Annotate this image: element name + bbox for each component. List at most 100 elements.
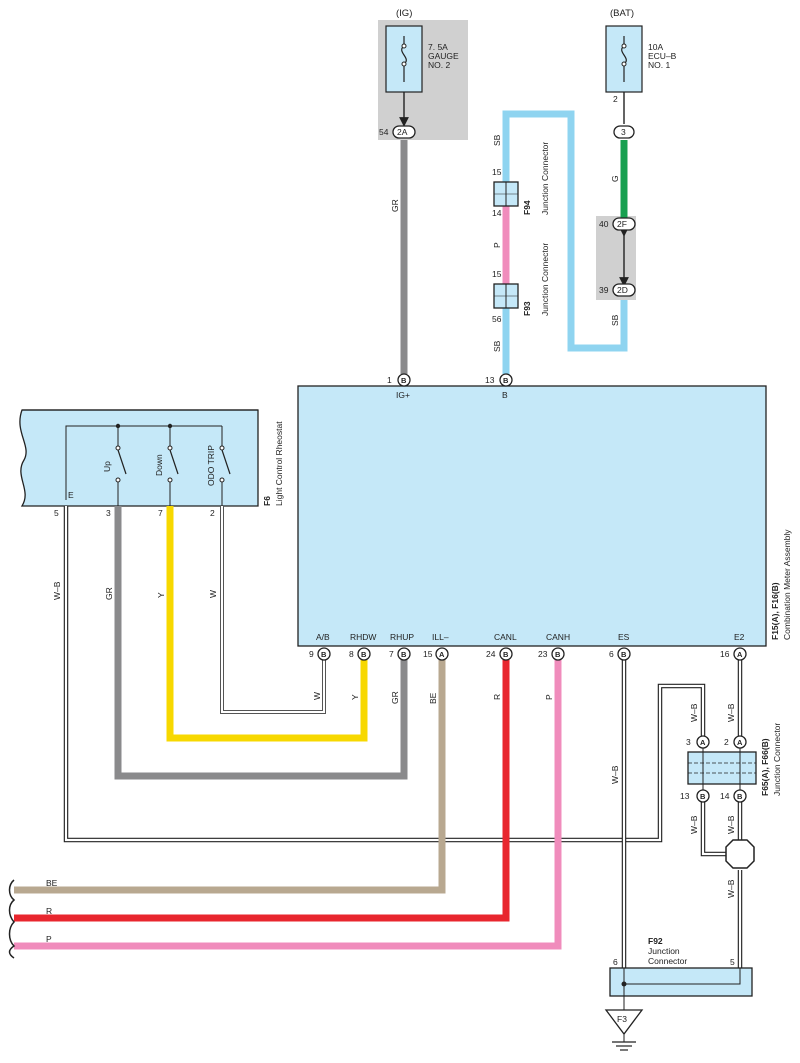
wire-p	[14, 660, 562, 950]
svg-text:B: B	[503, 376, 509, 385]
wire-label-wb-es: W–B	[610, 765, 620, 784]
meter-bottom-pin-rhdw: B 8 RHDW	[349, 632, 376, 661]
svg-text:39: 39	[599, 285, 609, 295]
wire-gr-rhup	[114, 506, 408, 780]
svg-text:2A: 2A	[397, 127, 408, 137]
svg-text:A/B: A/B	[316, 632, 330, 642]
svg-text:13: 13	[485, 375, 495, 385]
meter-bottom-pin-es: B 6 ES	[609, 632, 631, 661]
rheostat-switch-odo: ODO TRIP	[206, 445, 216, 486]
svg-text:15: 15	[423, 649, 433, 659]
fuse-gauge-line3: NO. 2	[428, 60, 450, 70]
meter-name: Combination Meter Assembly	[782, 529, 792, 640]
svg-text:13: 13	[680, 791, 690, 801]
fuse-ecu-pin: 2	[613, 94, 618, 104]
junction-f92: 6 5 F92 Junction Connector	[609, 936, 753, 1010]
svg-text:F3: F3	[617, 1014, 627, 1024]
svg-text:B: B	[737, 792, 743, 801]
wire-y-rhdw	[166, 506, 368, 742]
rheostat-pin-2: 2	[210, 508, 215, 518]
junction-f94: 15 14 F94 Junction Connector	[492, 142, 550, 218]
svg-text:RHDW: RHDW	[350, 632, 376, 642]
wire-label-wb-j4: W–B	[726, 815, 736, 834]
wire-label-wb-left: W–B	[52, 581, 62, 600]
wire-label-p-mid: P	[544, 694, 554, 700]
meter-id: F15(A), F16(B)	[770, 582, 780, 640]
svg-text:15: 15	[492, 269, 502, 279]
wire-label-gr-left: GR	[104, 587, 114, 600]
svg-text:3: 3	[621, 127, 626, 137]
svg-text:A: A	[737, 738, 743, 747]
combination-meter-box	[297, 385, 767, 647]
svg-text:ES: ES	[618, 632, 630, 642]
junction-f93: 15 56 F93 Junction Connector	[492, 243, 550, 324]
connector-2a: 2A 54	[379, 125, 416, 139]
fuse-ecu-line2: ECU–B	[648, 51, 677, 61]
rheostat-pin-5: 5	[54, 508, 59, 518]
wire-label-y-mid: Y	[350, 694, 360, 700]
fuse-gauge-line1: 7. 5A	[428, 42, 448, 52]
wire-label-w-mid: W	[312, 692, 322, 700]
svg-text:E2: E2	[734, 632, 745, 642]
svg-text:B: B	[401, 376, 407, 385]
svg-text:6: 6	[609, 649, 614, 659]
svg-text:IG+: IG+	[396, 390, 410, 400]
svg-text:14: 14	[492, 208, 502, 218]
wire-label-y-left: Y	[156, 592, 166, 598]
connector-2f: 2F 40	[599, 217, 636, 231]
svg-text:B: B	[700, 792, 706, 801]
meter-top-pin-b: B 13 B	[485, 373, 513, 400]
svg-text:B: B	[503, 650, 509, 659]
light-control-rheostat	[19, 409, 259, 507]
fuse-ecu-line1: 10A	[648, 42, 663, 52]
svg-text:16: 16	[720, 649, 730, 659]
fuse-ecu-line3: NO. 1	[648, 60, 670, 70]
svg-text:1: 1	[387, 375, 392, 385]
svg-text:56: 56	[492, 314, 502, 324]
svg-text:B: B	[361, 650, 367, 659]
rheostat-e-label: E	[68, 490, 74, 500]
svg-text:9: 9	[309, 649, 314, 659]
svg-text:B: B	[321, 650, 327, 659]
rheostat-name: Light Control Rheostat	[274, 421, 284, 506]
svg-text:F94: F94	[522, 200, 532, 215]
wire-label-sb-2: SB	[492, 340, 502, 352]
wire-label-gr-top: GR	[390, 199, 400, 212]
svg-text:6: 6	[613, 957, 618, 967]
svg-text:3: 3	[686, 737, 691, 747]
ig-label: (IG)	[396, 8, 412, 19]
wire-label-wb-j2: W–B	[726, 703, 736, 722]
svg-text:A: A	[700, 738, 706, 747]
meter-bottom-pin-ill: A 15 ILL–	[423, 632, 449, 661]
connector-2d: 2D 39	[599, 283, 636, 297]
meter-bottom-pin-rhup: B 7 RHUP	[389, 632, 414, 661]
svg-text:B: B	[502, 390, 508, 400]
wire-sb-loop	[502, 110, 628, 352]
svg-text:5: 5	[730, 957, 735, 967]
svg-text:54: 54	[379, 127, 389, 137]
bat-label: (BAT)	[610, 8, 634, 19]
meter-bottom-pin-ab: B 9 A/B	[309, 632, 331, 661]
wire-label-r-out: R	[46, 906, 52, 916]
wire-label-wb-j1: W–B	[689, 703, 699, 722]
svg-text:24: 24	[486, 649, 496, 659]
svg-text:F92: F92	[648, 936, 663, 946]
fuse-gauge-line2: GAUGE	[428, 51, 459, 61]
svg-text:ILL–: ILL–	[432, 632, 449, 642]
junction-f65-f66: A A B B 3 2 13 14 F65(A), F66(B) Junctio…	[680, 723, 782, 803]
svg-text:F65(A), F66(B): F65(A), F66(B)	[760, 738, 770, 796]
svg-text:23: 23	[538, 649, 548, 659]
svg-text:B: B	[621, 650, 627, 659]
meter-top-pin-ig: B 1 IG+	[387, 373, 411, 400]
svg-text:Connector: Connector	[648, 956, 687, 966]
svg-text:Junction: Junction	[648, 946, 680, 956]
wire-be	[14, 660, 446, 894]
svg-text:7: 7	[389, 649, 394, 659]
svg-text:40: 40	[599, 219, 609, 229]
rheostat-pin-3: 3	[106, 508, 111, 518]
svg-text:14: 14	[720, 791, 730, 801]
wire-label-gr-mid: GR	[390, 691, 400, 704]
svg-text:CANH: CANH	[546, 632, 570, 642]
